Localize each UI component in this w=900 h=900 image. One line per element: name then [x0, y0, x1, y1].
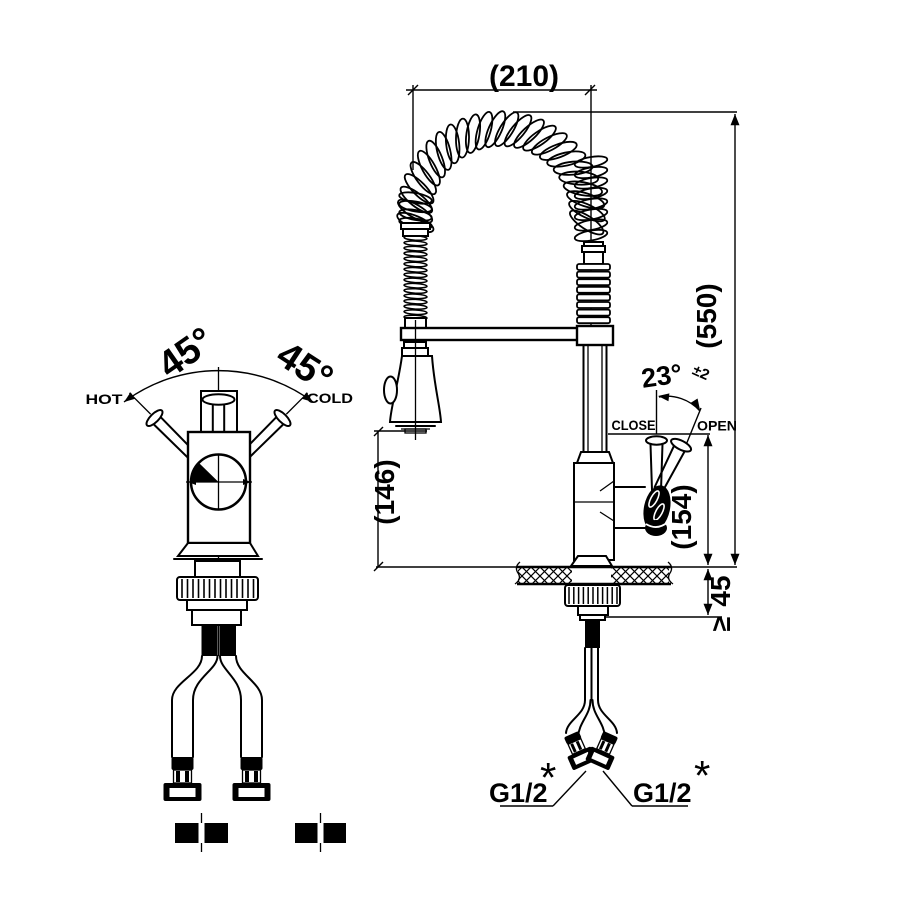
- break-mark-right: [667, 561, 674, 585]
- hose-fitting-right: [585, 731, 618, 770]
- mounting-and-hoses: [500, 584, 688, 807]
- lever-close: [645, 435, 668, 491]
- spout-column: [575, 344, 615, 464]
- lever-open: [653, 437, 693, 493]
- support-bar: [399, 326, 580, 342]
- footnote-asterisk-left: *: [540, 754, 556, 801]
- front-lock-nut: [176, 576, 259, 626]
- dim-146-label: (146): [369, 459, 400, 524]
- swing-left-label: 45°: [151, 319, 222, 386]
- dim-154-label: (154): [666, 484, 697, 549]
- spring-right-rings: [576, 263, 611, 325]
- close-label: CLOSE: [612, 417, 656, 433]
- column-cap: [575, 324, 615, 347]
- connector-end-right: [295, 813, 346, 852]
- dim-550-label: (550): [691, 283, 722, 348]
- spray-head: [383, 320, 443, 440]
- handle-angle-tolerance: ±2: [690, 362, 712, 384]
- spring-coil: [396, 110, 609, 243]
- faucet-body: [569, 462, 646, 567]
- dim-210-label: (210): [489, 60, 559, 93]
- open-label: OPEN: [697, 418, 737, 434]
- cold-label: COLD: [307, 390, 353, 406]
- handle-angle-label: 23°: [639, 358, 684, 393]
- footnote-asterisk-right: *: [694, 752, 710, 799]
- front-hoses: [163, 625, 271, 801]
- front-fitting-left: [163, 757, 202, 801]
- dim-45-label: 45: [705, 575, 736, 606]
- spray-button: [383, 375, 398, 405]
- handle-cap: [201, 393, 236, 406]
- threaded-shank: [585, 620, 600, 648]
- front-fitting-right: [232, 757, 271, 801]
- connector-end-left: [175, 813, 228, 852]
- lock-nut: [564, 584, 621, 621]
- handle-assembly: [643, 435, 693, 536]
- break-mark-left: [514, 561, 521, 585]
- front-view: [123, 367, 346, 852]
- thread-right-label: G1/2: [633, 778, 692, 808]
- labels: (210) (550) (146) (154) 45 ≥ 23° ±2 CLOS…: [86, 60, 738, 808]
- handle-swing-arc: [123, 369, 314, 403]
- side-view: [383, 110, 693, 807]
- thread-left-label: G1/2: [489, 778, 548, 808]
- spring-left-ribs: [403, 234, 428, 321]
- front-body: [173, 390, 263, 578]
- dim-45-min-symbol: ≥: [706, 616, 736, 631]
- hot-label: HOT: [86, 391, 124, 407]
